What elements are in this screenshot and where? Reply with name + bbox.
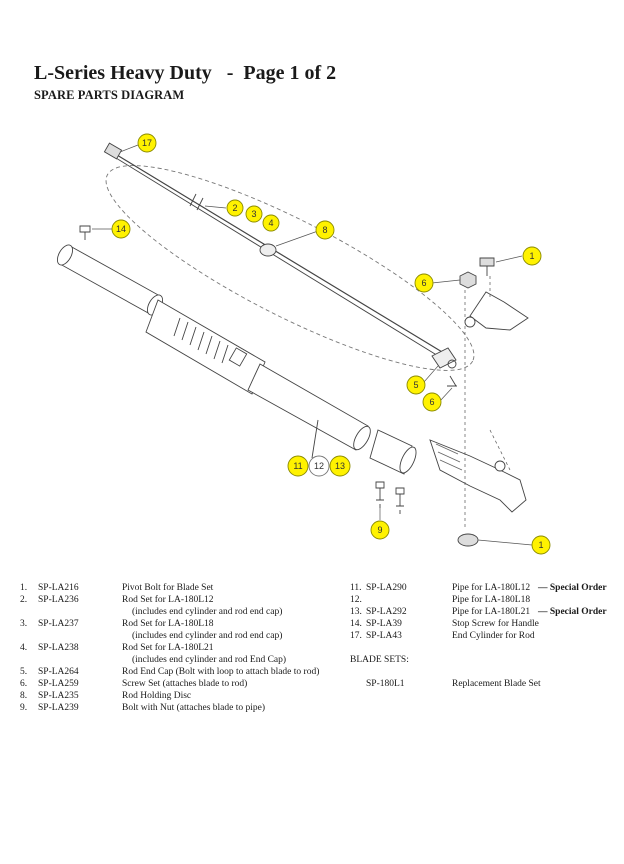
svg-text:6: 6: [429, 397, 434, 407]
svg-text:11: 11: [293, 461, 302, 471]
part-num: 2.: [20, 595, 28, 605]
callout-14: 14: [111, 219, 131, 239]
svg-text:5: 5: [413, 380, 418, 390]
part-code: SP-LA216: [38, 583, 79, 593]
part-code: SP-LA292: [366, 607, 407, 617]
page-title: L-Series Heavy Duty - Page 1 of 2: [34, 62, 337, 84]
part-desc: Rod Set for LA-180L18: [122, 619, 214, 629]
svg-text:1: 1: [538, 540, 543, 550]
callout-9: 9: [370, 520, 390, 540]
svg-text:6: 6: [421, 278, 426, 288]
callout-6-top: 6: [414, 273, 434, 293]
svg-text:2: 2: [232, 203, 237, 213]
part-code: SP-LA290: [366, 583, 407, 593]
part-num: 17.: [350, 631, 362, 641]
rod-holding-disc: [259, 243, 277, 257]
svg-text:9: 9: [377, 525, 382, 535]
part-num: 4.: [20, 643, 28, 653]
grip: [145, 299, 266, 395]
page-subtitle: SPARE PARTS DIAGRAM: [34, 88, 185, 102]
screw-lower: [447, 375, 457, 387]
pivot-bolt-upper: [479, 257, 495, 276]
upper-blade: [464, 291, 529, 331]
parts-diagram: 17 14 2 3 4 8 1 6 5 6 11 12 13 9 1: [56, 133, 551, 555]
stop-screw: [79, 225, 91, 240]
part-code: SP-LA259: [38, 679, 79, 689]
part-desc: Pipe for LA-180L12: [452, 583, 531, 593]
part-code: SP-LA236: [38, 595, 79, 605]
rod-group-outline: [105, 165, 475, 371]
lower-blade: [429, 439, 527, 513]
svg-text:13: 13: [335, 461, 345, 471]
part-code: SP-LA239: [38, 703, 79, 713]
part-num: 8.: [20, 691, 28, 701]
callout-11: 11: [287, 455, 309, 477]
part-desc: (includes end cylinder and rod End Cap): [132, 655, 287, 665]
part-num: 12.: [350, 595, 362, 605]
part-desc: Screw Set (attaches blade to rod): [122, 679, 248, 689]
part-code: SP-LA39: [366, 619, 402, 629]
part-num: 1.: [20, 583, 28, 593]
bolt-right: [395, 487, 405, 507]
callout-12: 12: [308, 455, 330, 477]
end-cylinder: [103, 142, 123, 160]
part-desc: Stop Screw for Handle: [452, 619, 539, 629]
callout-4: 4: [262, 214, 280, 232]
callout-6-bottom: 6: [422, 392, 442, 412]
handle-pipe: [56, 244, 164, 316]
part-desc: Pivot Bolt for Blade Set: [122, 583, 214, 593]
rod: [111, 151, 453, 359]
blade-set-desc: Replacement Blade Set: [452, 679, 541, 689]
part-num: 13.: [350, 607, 362, 617]
part-desc: Rod End Cap (Bolt with loop to attach bl…: [122, 667, 320, 677]
part-num: 14.: [350, 619, 362, 629]
part-num: 5.: [20, 667, 28, 677]
svg-text:3: 3: [251, 209, 256, 219]
callout-2: 2: [226, 199, 244, 217]
part-desc: Pipe for LA-180L18: [452, 595, 531, 605]
svg-text:8: 8: [322, 225, 327, 235]
blade-sets-heading: BLADE SETS:: [350, 655, 409, 665]
svg-text:1: 1: [529, 251, 534, 261]
bolt-left: [375, 481, 385, 501]
coupling: [369, 429, 417, 475]
part-desc: Rod Holding Disc: [122, 691, 192, 701]
parts-list-left: 1. SP-LA216 Pivot Bolt for Blade Set 2. SP-L…: [0, 582, 340, 717]
callout-8: 8: [315, 220, 335, 240]
part-num: 9.: [20, 703, 28, 713]
part-desc: Bolt with Nut (attaches blade to pipe): [122, 703, 265, 713]
part-desc: (includes end cylinder and rod end cap): [132, 631, 283, 641]
callout-3: 3: [245, 205, 263, 223]
pivot-nut-lower: [457, 533, 479, 547]
callout-1-bottom: 1: [531, 535, 551, 555]
part-num: 3.: [20, 619, 28, 629]
svg-text:14: 14: [116, 224, 126, 234]
part-desc: (includes end cylinder and rod end cap): [132, 607, 283, 617]
part-desc: Rod Set for LA-180L21: [122, 643, 214, 653]
part-code: SP-LA43: [366, 631, 402, 641]
parts-list-right: 11. SP-LA290 Pipe for LA-180L12 — Special …: [0, 582, 624, 702]
callout-5: 5: [406, 375, 426, 395]
pipe: [247, 363, 371, 451]
part-code: SP-LA264: [38, 667, 79, 677]
part-code: SP-LA237: [38, 619, 79, 629]
svg-text:17: 17: [142, 138, 152, 148]
svg-text:12: 12: [314, 461, 324, 471]
nut-upper: [459, 271, 477, 289]
part-code: SP-LA235: [38, 691, 79, 701]
rod-end-cap: [431, 347, 457, 369]
part-desc: Rod Set for LA-180L12: [122, 595, 214, 605]
part-num: 6.: [20, 679, 28, 689]
special-order-note: — Special Order: [538, 583, 607, 593]
blade-set-code: SP-180L1: [366, 679, 405, 689]
svg-text:4: 4: [268, 218, 273, 228]
special-order-note: — Special Order: [538, 607, 607, 617]
callout-13: 13: [329, 455, 351, 477]
part-desc: Pipe for LA-180L21: [452, 607, 531, 617]
part-code: SP-LA238: [38, 643, 79, 653]
callout-1-top: 1: [522, 246, 542, 266]
callout-17: 17: [137, 133, 157, 153]
part-desc: End Cylinder for Rod: [452, 631, 535, 641]
part-num: 11.: [350, 583, 362, 593]
